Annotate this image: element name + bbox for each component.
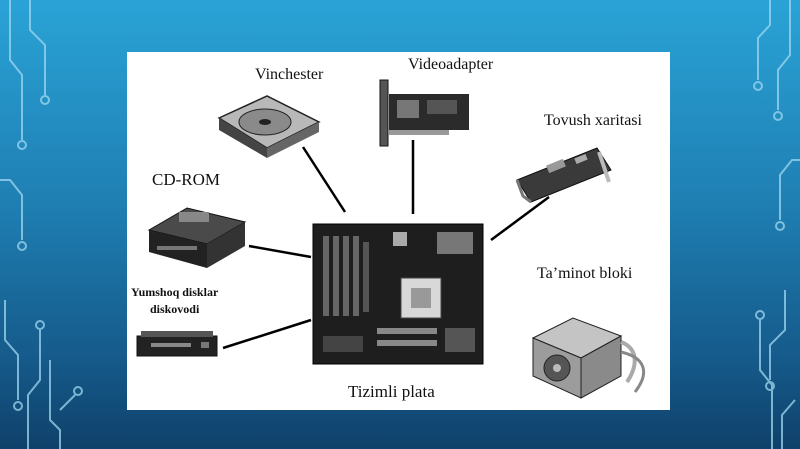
label-yumshoq-line1: Yumshoq disklar <box>131 285 219 299</box>
label-yumshoq-line2: diskovodi <box>149 302 200 316</box>
circuit-decoration-right <box>753 0 800 449</box>
circuit-decoration-left <box>0 0 83 449</box>
motherboard-icon <box>312 223 484 365</box>
label-vinchester: Vinchester <box>255 66 324 83</box>
label-videoadapter: Videoadapter <box>408 56 494 73</box>
floppy-drive-icon <box>136 331 218 357</box>
label-cd-rom: CD-ROM <box>152 170 221 189</box>
sound-card-icon <box>515 147 612 204</box>
label-tovush-xaritasi: Tovush xaritasi <box>544 112 642 129</box>
label-taminot-bloki: Ta’minot bloki <box>537 265 633 282</box>
connector-lines <box>222 140 550 350</box>
label-tizimli-plata: Tizimli plata <box>348 382 435 401</box>
diagram-drawing <box>136 79 645 399</box>
label-yumshoq-disklar: Yumshoq disklar diskovodi <box>131 284 218 318</box>
power-supply-icon <box>531 317 645 399</box>
cd-rom-drive-icon <box>147 207 247 268</box>
diagram-slide: Vinchester Videoadapter Tovush xaritasi … <box>127 52 670 410</box>
video-card-icon <box>379 79 469 147</box>
hard-drive-icon <box>217 95 321 158</box>
